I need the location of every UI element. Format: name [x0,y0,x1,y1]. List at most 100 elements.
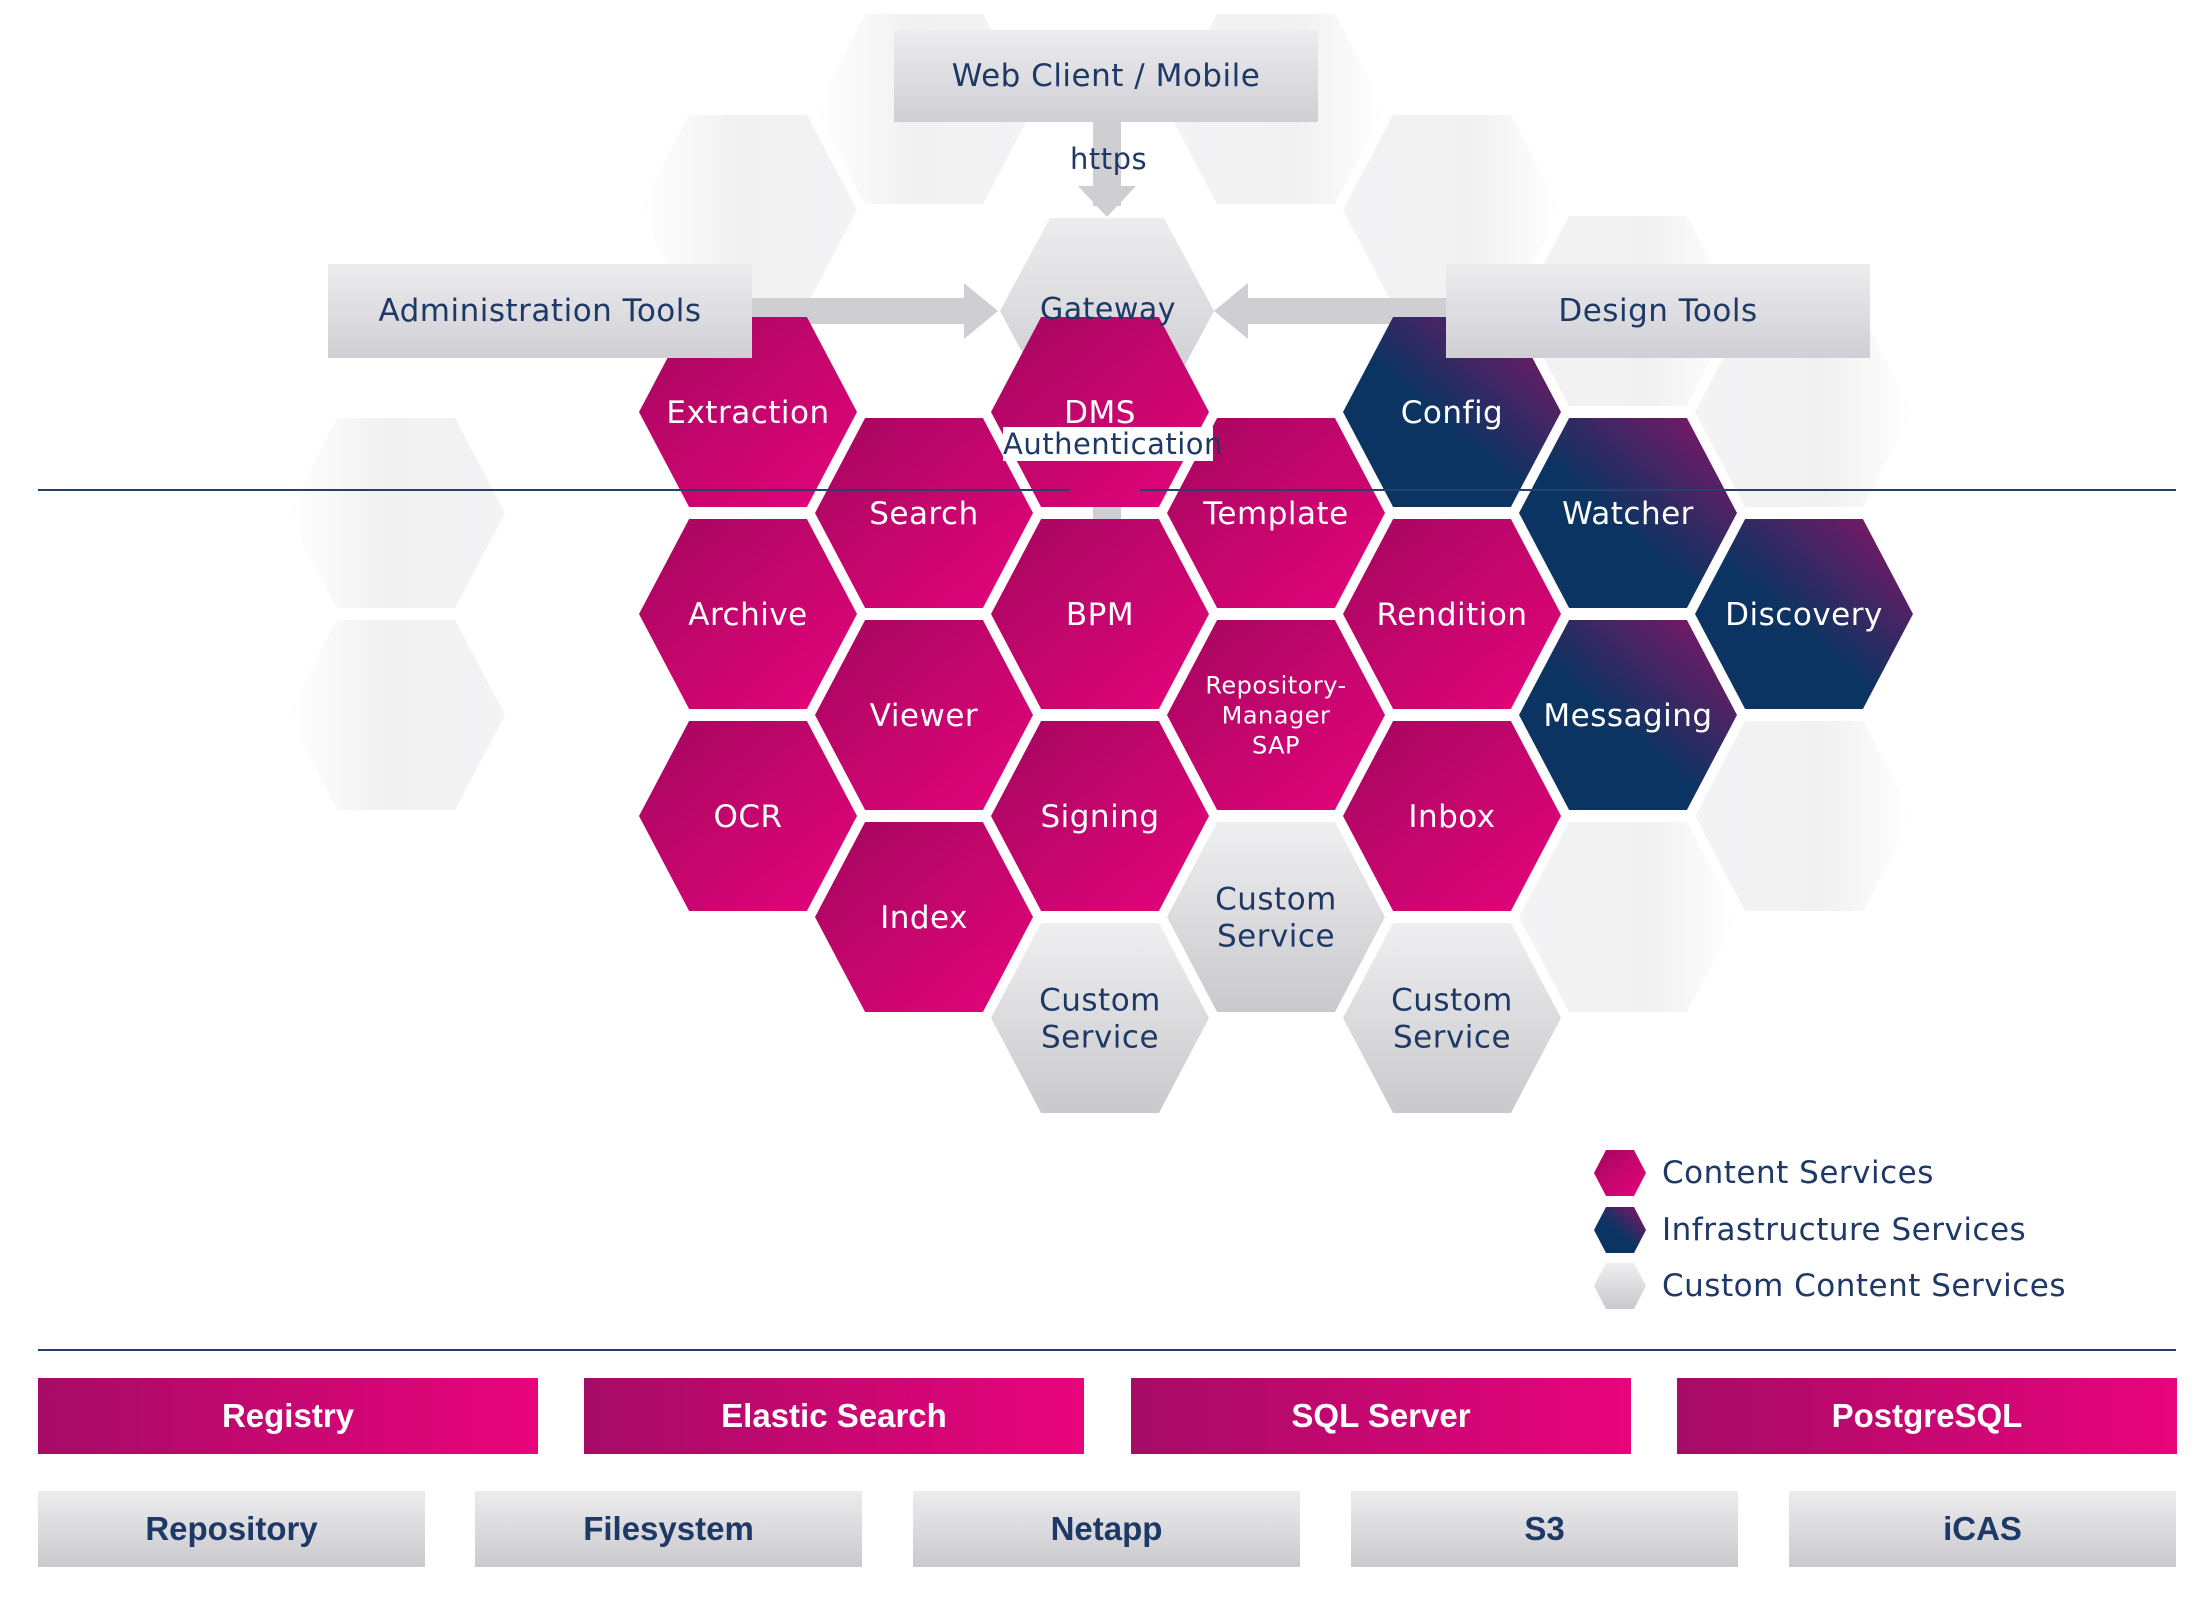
admin-arrow-head [964,283,998,339]
service-hex-rendition: Rendition [1343,519,1561,709]
service-hex-label: Rendition [1376,597,1527,633]
service-hex-shape [1167,620,1385,810]
service-hex-watcher: Watcher [1519,418,1737,608]
legend-infrastructure-hex-icon [1594,1207,1646,1253]
background-hex [1695,317,1913,507]
background-hex [287,620,505,810]
legend-infrastructure: Infrastructure Services [1592,1205,2026,1255]
storage-repository: Repository [38,1491,425,1567]
divider-bottom [38,1349,2176,1351]
storage-filesystem-label: Filesystem [583,1510,754,1547]
service-hex-shape [991,519,1209,709]
legend-custom-hex-icon [1594,1263,1646,1309]
legend-content-hex-icon [1594,1150,1646,1196]
service-hex-ocr: OCR [639,721,857,911]
storage-netapp: Netapp [913,1491,1300,1567]
service-hex-shape [1343,317,1561,507]
service-hex-shape [1167,418,1385,608]
service-hex-label: Extraction [666,395,829,431]
background-hex [287,418,505,608]
background-hex [1343,115,1561,305]
https-arrow-head [1078,186,1136,217]
web-client-box: Web Client / Mobile [894,30,1318,122]
service-hex-template: Template [1167,418,1385,608]
service-hex-label: Discovery [1725,597,1883,633]
service-hex-shape [1167,822,1385,1012]
service-hex-label: Config [1401,395,1503,431]
service-hex-config: Config [1343,317,1561,507]
database-elastic-search: Elastic Search [584,1378,1084,1454]
service-hex-shape [815,822,1033,1012]
service-hex-signing: Signing [991,721,1209,911]
service-hex-shape [991,721,1209,911]
background-hex [639,115,857,305]
service-hex-label: Inbox [1408,799,1495,835]
service-hex-archive: Archive [639,519,857,709]
service-hex-label: Template [1202,496,1348,532]
database-sql-server: SQL Server [1131,1378,1631,1454]
design-tools-label: Design Tools [1558,293,1758,329]
service-hex-viewer: Viewer [815,620,1033,810]
database-registry: Registry [38,1378,538,1454]
storage-s3-label: S3 [1524,1510,1565,1547]
service-hex-shape [815,418,1033,608]
legend-custom-label: Custom Content Services [1662,1268,2066,1304]
service-hex-shape [639,317,857,507]
gateway-label: Gateway [1040,292,1177,327]
web-client-label: Web Client / Mobile [951,58,1261,94]
storage-repository-label: Repository [145,1510,318,1547]
database-elastic-search-label: Elastic Search [721,1397,947,1434]
storage-icas-label: iCAS [1943,1510,2022,1547]
database-registry-label: Registry [221,1397,355,1434]
legend-infrastructure-label: Infrastructure Services [1662,1212,2027,1248]
service-hex-label: Search [869,496,979,532]
design-arrow-head [1214,283,1248,339]
background-hex [1519,822,1737,1012]
legend-content-label: Content Services [1662,1155,1934,1191]
service-hex-label: DMS [1064,395,1136,431]
service-hex-shape [815,620,1033,810]
storage-filesystem: Filesystem [475,1491,862,1567]
legend-content: Content Services [1592,1148,1934,1198]
storage-netapp-label: Netapp [1050,1510,1163,1547]
divider-left [38,489,1070,491]
service-hex-label: Signing [1040,799,1159,835]
service-hex-shape [1519,620,1737,810]
service-hex-shape [991,923,1209,1113]
background-hex [1695,721,1913,911]
service-hex-shape [1343,923,1561,1113]
service-hex-messaging: Messaging [1519,620,1737,810]
service-hex-label: Archive [688,597,808,633]
service-hex-shape [639,721,857,911]
administration-tools-label: Administration Tools [378,293,702,329]
service-hex-label: Viewer [870,698,978,734]
service-hex-shape [1695,519,1913,709]
storage-s3: S3 [1351,1491,1738,1567]
storage-icas: iCAS [1789,1491,2176,1567]
divider-right [1140,489,2176,491]
administration-tools-box: Administration Tools [328,264,752,358]
service-hex-shape [639,519,857,709]
service-hex-discovery: Discovery [1695,519,1913,709]
service-hex-label: Watcher [1562,496,1694,532]
database-sql-server-label: SQL Server [1291,1397,1471,1434]
legend-custom: Custom Content Services [1592,1261,2066,1311]
design-tools-box: Design Tools [1446,264,1870,358]
service-hex-shape [1519,418,1737,608]
service-hex-extraction: Extraction [639,317,857,507]
service-hex-bpm: BPM [991,519,1209,709]
authentication-label: Authentication [1003,427,1223,461]
https-label: https [1070,142,1148,176]
service-hex-index: Index [815,822,1033,1012]
service-hex-label: BPM [1066,597,1134,633]
